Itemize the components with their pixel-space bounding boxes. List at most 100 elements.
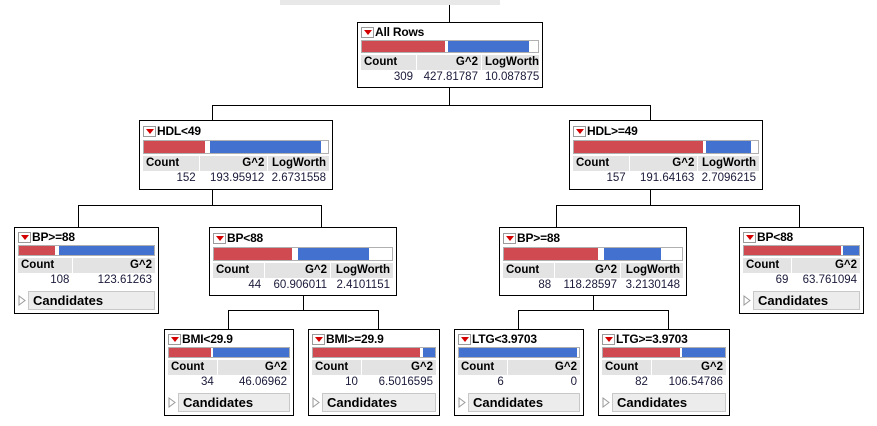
node-hdl-ge-49[interactable]: HDL>=49 Count G^2 LogWorth 157 191.64163… [569, 120, 763, 190]
node-title-bp-lt-88-right: BP<88 [743, 231, 861, 243]
expand-triangle-icon[interactable] [312, 397, 320, 408]
bar-segment-red [504, 248, 599, 260]
bar-segment-blue [682, 348, 725, 357]
node-stats-table: Count G^2 LogWorth 152 193.95912 2.67315… [143, 156, 330, 186]
stats-value-row: 10 6.5016595 [312, 375, 436, 390]
node-stats-table: Count G^2 108 123.61263 [18, 258, 155, 288]
candidates-button[interactable]: Candidates [468, 393, 580, 412]
expand-triangle-icon[interactable] [458, 397, 466, 408]
expand-triangle-icon[interactable] [18, 295, 26, 306]
bar-segment-red [362, 41, 445, 52]
header-g2: G^2 [217, 360, 290, 375]
expand-triangle-icon[interactable] [168, 397, 176, 408]
node-bp-ge-88-left[interactable]: BP>=88 Count G^2 108 123.61263 Candidate… [14, 227, 159, 314]
header-count: Count [573, 156, 629, 171]
node-bmi-ge-29-9[interactable]: BMI>=29.9 Count G^2 10 6.5016595 Candida… [308, 329, 440, 416]
bar-segment-blue [448, 41, 530, 52]
value-logworth: 3.2130148 [621, 278, 683, 293]
node-menu-triangle-icon[interactable] [168, 333, 181, 345]
expand-triangle-icon[interactable] [602, 397, 610, 408]
node-menu-triangle-icon[interactable] [602, 333, 615, 345]
candidates-row[interactable]: Candidates [458, 393, 580, 412]
stats-value-row: 88 118.28597 3.2130148 [503, 278, 683, 293]
bar-segment-blue [213, 348, 289, 357]
bar-segment-red [214, 248, 293, 260]
header-count: Count [361, 55, 417, 70]
header-count: Count [602, 360, 651, 375]
value-g2: 0 [507, 375, 580, 390]
header-logworth: LogWorth [481, 55, 540, 70]
node-bmi-lt-29-9[interactable]: BMI<29.9 Count G^2 34 46.06962 Candidate… [164, 329, 294, 416]
bar-segment-red [603, 348, 680, 357]
node-all-rows[interactable]: All Rows Count G^2 LogWorth 309 427.8178… [357, 22, 543, 88]
node-menu-triangle-icon[interactable] [143, 125, 156, 137]
header-g2: G^2 [792, 258, 861, 273]
candidates-button[interactable]: Candidates [28, 291, 155, 310]
bar-segment-red [313, 348, 421, 357]
node-distribution-bar [312, 347, 436, 358]
node-label: BMI<29.9 [182, 332, 233, 346]
connector-hdl-ge-down [650, 190, 651, 205]
node-title-hdl-lt-49: HDL<49 [143, 124, 330, 138]
node-hdl-lt-49[interactable]: HDL<49 Count G^2 LogWorth 152 193.95912 … [139, 120, 333, 190]
value-g2: 60.906011 [265, 278, 331, 293]
connector-root-down [449, 88, 450, 105]
node-distribution-bar [361, 40, 539, 53]
node-title-bmi-ge-29-9: BMI>=29.9 [312, 333, 437, 345]
candidates-row[interactable]: Candidates [168, 393, 290, 412]
node-label: BP<88 [227, 231, 264, 245]
value-g2: 193.95912 [199, 171, 268, 186]
expand-triangle-icon[interactable] [743, 295, 751, 306]
candidates-button[interactable]: Candidates [612, 393, 726, 412]
node-title-bp-lt-88-left: BP<88 [213, 231, 394, 245]
node-stats-table: Count G^2 69 63.761094 [743, 258, 861, 288]
stats-header-row: Count G^2 [18, 258, 155, 273]
header-count: Count [743, 258, 792, 273]
node-title-all-rows: All Rows [361, 26, 540, 38]
value-count: 82 [602, 375, 651, 390]
node-ltg-lt-3-9703[interactable]: LTG<3.9703 Count G^2 6 0 Candidates [454, 329, 584, 416]
node-label: BP<88 [757, 230, 794, 244]
value-count: 10 [312, 375, 361, 390]
header-count: Count [213, 263, 265, 278]
value-g2: 6.5016595 [361, 375, 436, 390]
node-distribution-bar [213, 247, 393, 261]
node-distribution-bar [573, 140, 759, 154]
window-top-strip [280, 0, 500, 5]
node-distribution-bar [168, 347, 290, 358]
candidates-row[interactable]: Candidates [743, 291, 860, 310]
node-bp-lt-88-right[interactable]: BP<88 Count G^2 69 63.761094 Candidates [739, 227, 864, 314]
node-menu-triangle-icon[interactable] [213, 232, 226, 244]
node-menu-triangle-icon[interactable] [312, 333, 325, 345]
node-bp-ge-88-right[interactable]: BP>=88 Count G^2 LogWorth 88 118.28597 3… [499, 227, 687, 296]
value-count: 152 [143, 171, 199, 186]
node-menu-triangle-icon[interactable] [503, 232, 516, 244]
node-title-bp-ge-88-right: BP>=88 [503, 231, 684, 245]
node-menu-triangle-icon[interactable] [361, 26, 374, 38]
node-title-bp-ge-88-left: BP>=88 [18, 231, 156, 243]
header-g2: G^2 [199, 156, 268, 171]
node-menu-triangle-icon[interactable] [458, 333, 471, 345]
connector-root-stem [449, 5, 450, 22]
connector-bp-ge-right-stem [556, 205, 557, 227]
node-menu-triangle-icon[interactable] [573, 125, 586, 137]
header-count: Count [458, 360, 507, 375]
candidates-button[interactable]: Candidates [178, 393, 290, 412]
candidates-row[interactable]: Candidates [18, 291, 155, 310]
candidates-button[interactable]: Candidates [753, 291, 860, 310]
node-ltg-ge-3-9703[interactable]: LTG>=3.9703 Count G^2 82 106.54786 Candi… [598, 329, 730, 416]
connector-ltg-lt-stem [518, 310, 519, 329]
value-count: 108 [18, 273, 73, 288]
node-bp-lt-88-left[interactable]: BP<88 Count G^2 LogWorth 44 60.906011 2.… [209, 227, 397, 296]
candidates-button[interactable]: Candidates [322, 393, 436, 412]
candidates-row[interactable]: Candidates [312, 393, 436, 412]
node-label: BP>=88 [517, 231, 560, 245]
value-g2: 123.61263 [73, 273, 155, 288]
value-count: 309 [361, 70, 417, 85]
stats-value-row: 157 191.64163 2.7096215 [573, 171, 760, 186]
node-menu-triangle-icon[interactable] [18, 231, 31, 243]
candidates-row[interactable]: Candidates [602, 393, 726, 412]
node-menu-triangle-icon[interactable] [743, 231, 756, 243]
connector-bp-lt-left-down [303, 296, 304, 310]
stats-header-row: Count G^2 LogWorth [573, 156, 760, 171]
